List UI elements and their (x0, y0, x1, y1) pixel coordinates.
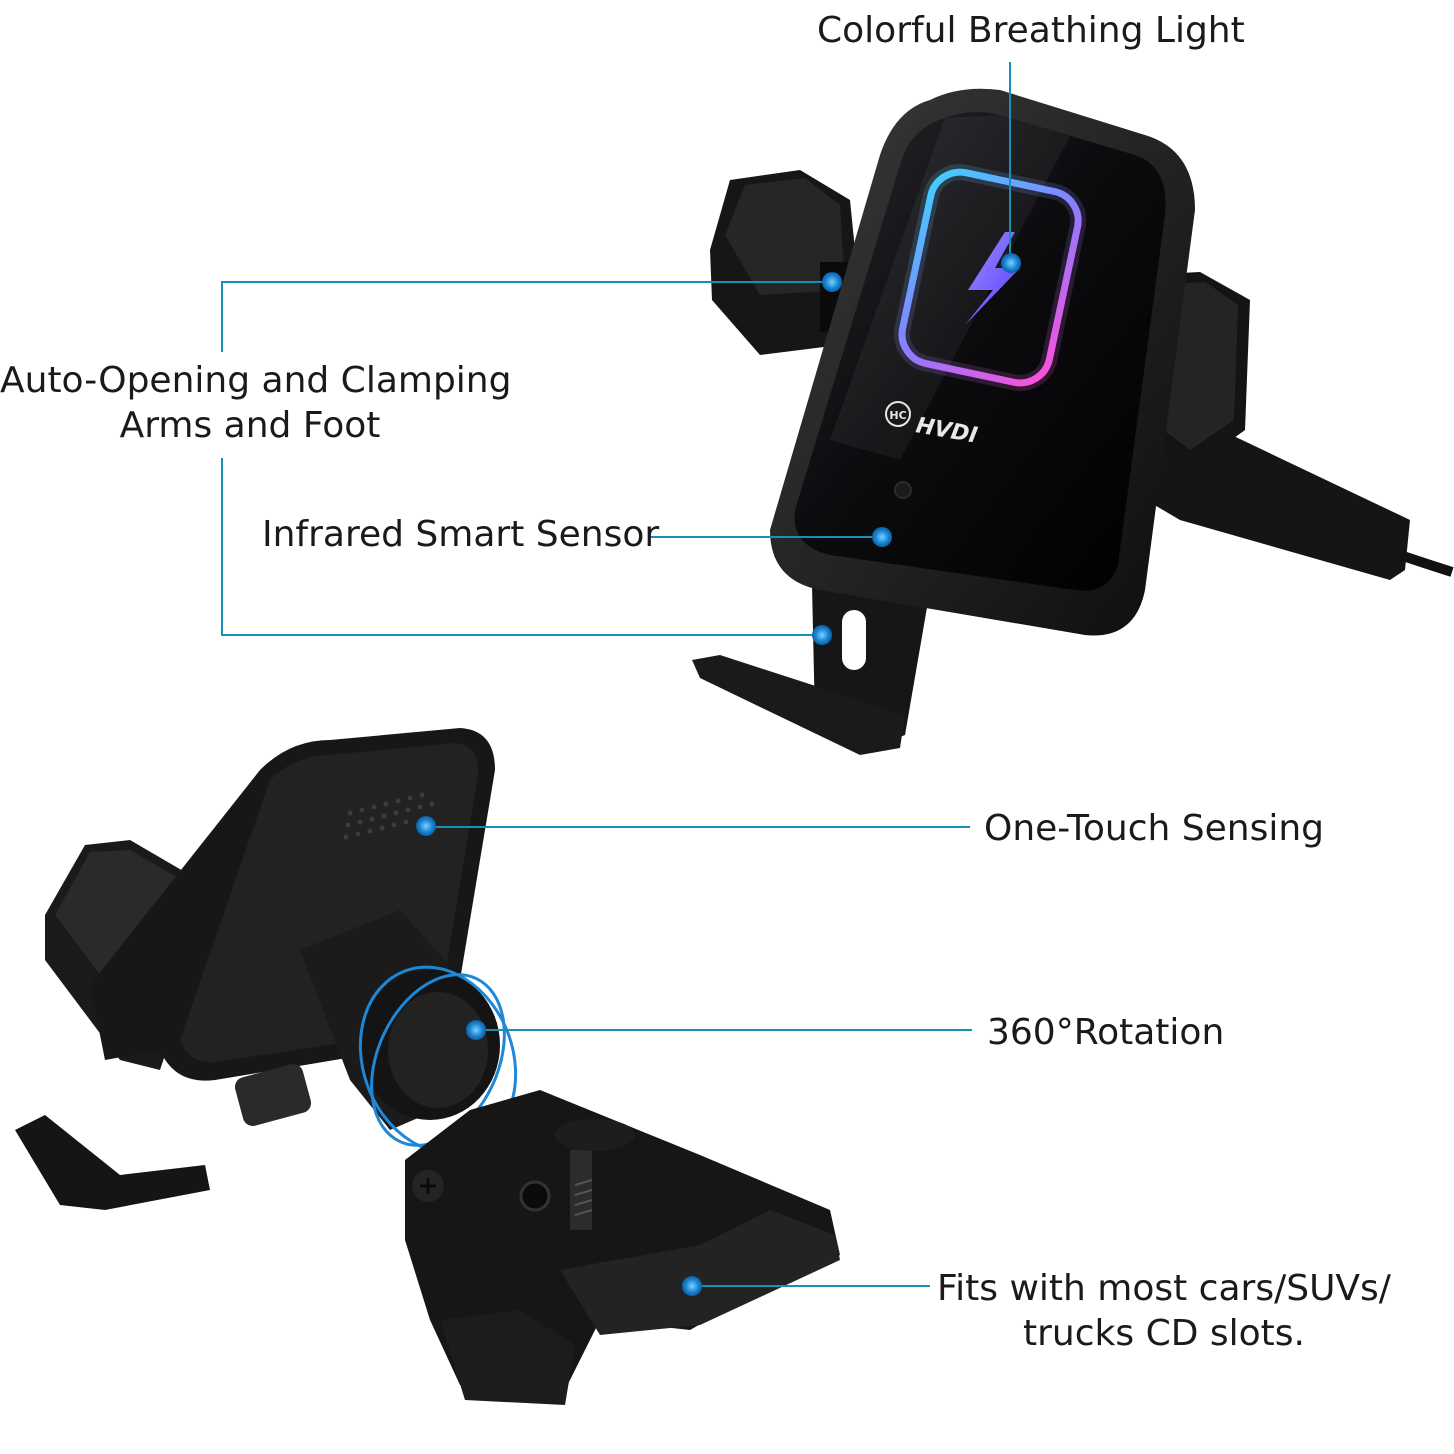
cd-slot-blade (560, 1210, 840, 1335)
foot-back (15, 1115, 210, 1210)
vent-grille (234, 1064, 312, 1126)
lightning-bolt-icon (965, 232, 1020, 325)
line-auto-clamp-arms (221, 281, 830, 352)
svg-text:HC: HC (889, 409, 906, 422)
dot-one-touch (416, 816, 436, 836)
label-fits-line2: trucks CD slots. (1023, 1313, 1305, 1354)
dot-arms (822, 272, 842, 292)
bottom-foot (692, 585, 930, 755)
dot-infrared (872, 527, 892, 547)
line-auto-clamp-foot (221, 458, 820, 636)
touch-sensing-grille (343, 792, 435, 840)
label-auto-clamp: Auto-Opening and Clamping Arms and Foot (0, 358, 512, 448)
label-infrared-sensor: Infrared Smart Sensor (262, 514, 660, 555)
dot-breathing-light (1001, 253, 1021, 273)
dot-rotation (466, 1020, 486, 1040)
dot-fits (682, 1276, 702, 1296)
dot-foot (812, 625, 832, 645)
screw-hole (519, 1180, 551, 1212)
label-breathing-light: Colorful Breathing Light (817, 10, 1245, 51)
tightening-screw (555, 1119, 635, 1230)
label-auto-clamp-line1: Auto-Opening and Clamping (0, 360, 512, 401)
callout-dots (416, 253, 1021, 1296)
left-clamp-arm (710, 170, 860, 355)
label-rotation: 360°Rotation (987, 1012, 1225, 1053)
bottom-device (15, 728, 840, 1405)
label-fits-line1: Fits with most cars/SUVs/ (937, 1268, 1391, 1309)
label-auto-clamp-line2: Arms and Foot (119, 405, 381, 446)
callout-lines (221, 62, 1011, 1287)
label-fits: Fits with most cars/SUVs/ trucks CD slot… (930, 1266, 1398, 1356)
infrared-sensor-window (894, 481, 912, 499)
label-one-touch: One-Touch Sensing (984, 808, 1324, 849)
cable (1398, 550, 1454, 577)
top-device: HC HVDI (692, 88, 1454, 755)
